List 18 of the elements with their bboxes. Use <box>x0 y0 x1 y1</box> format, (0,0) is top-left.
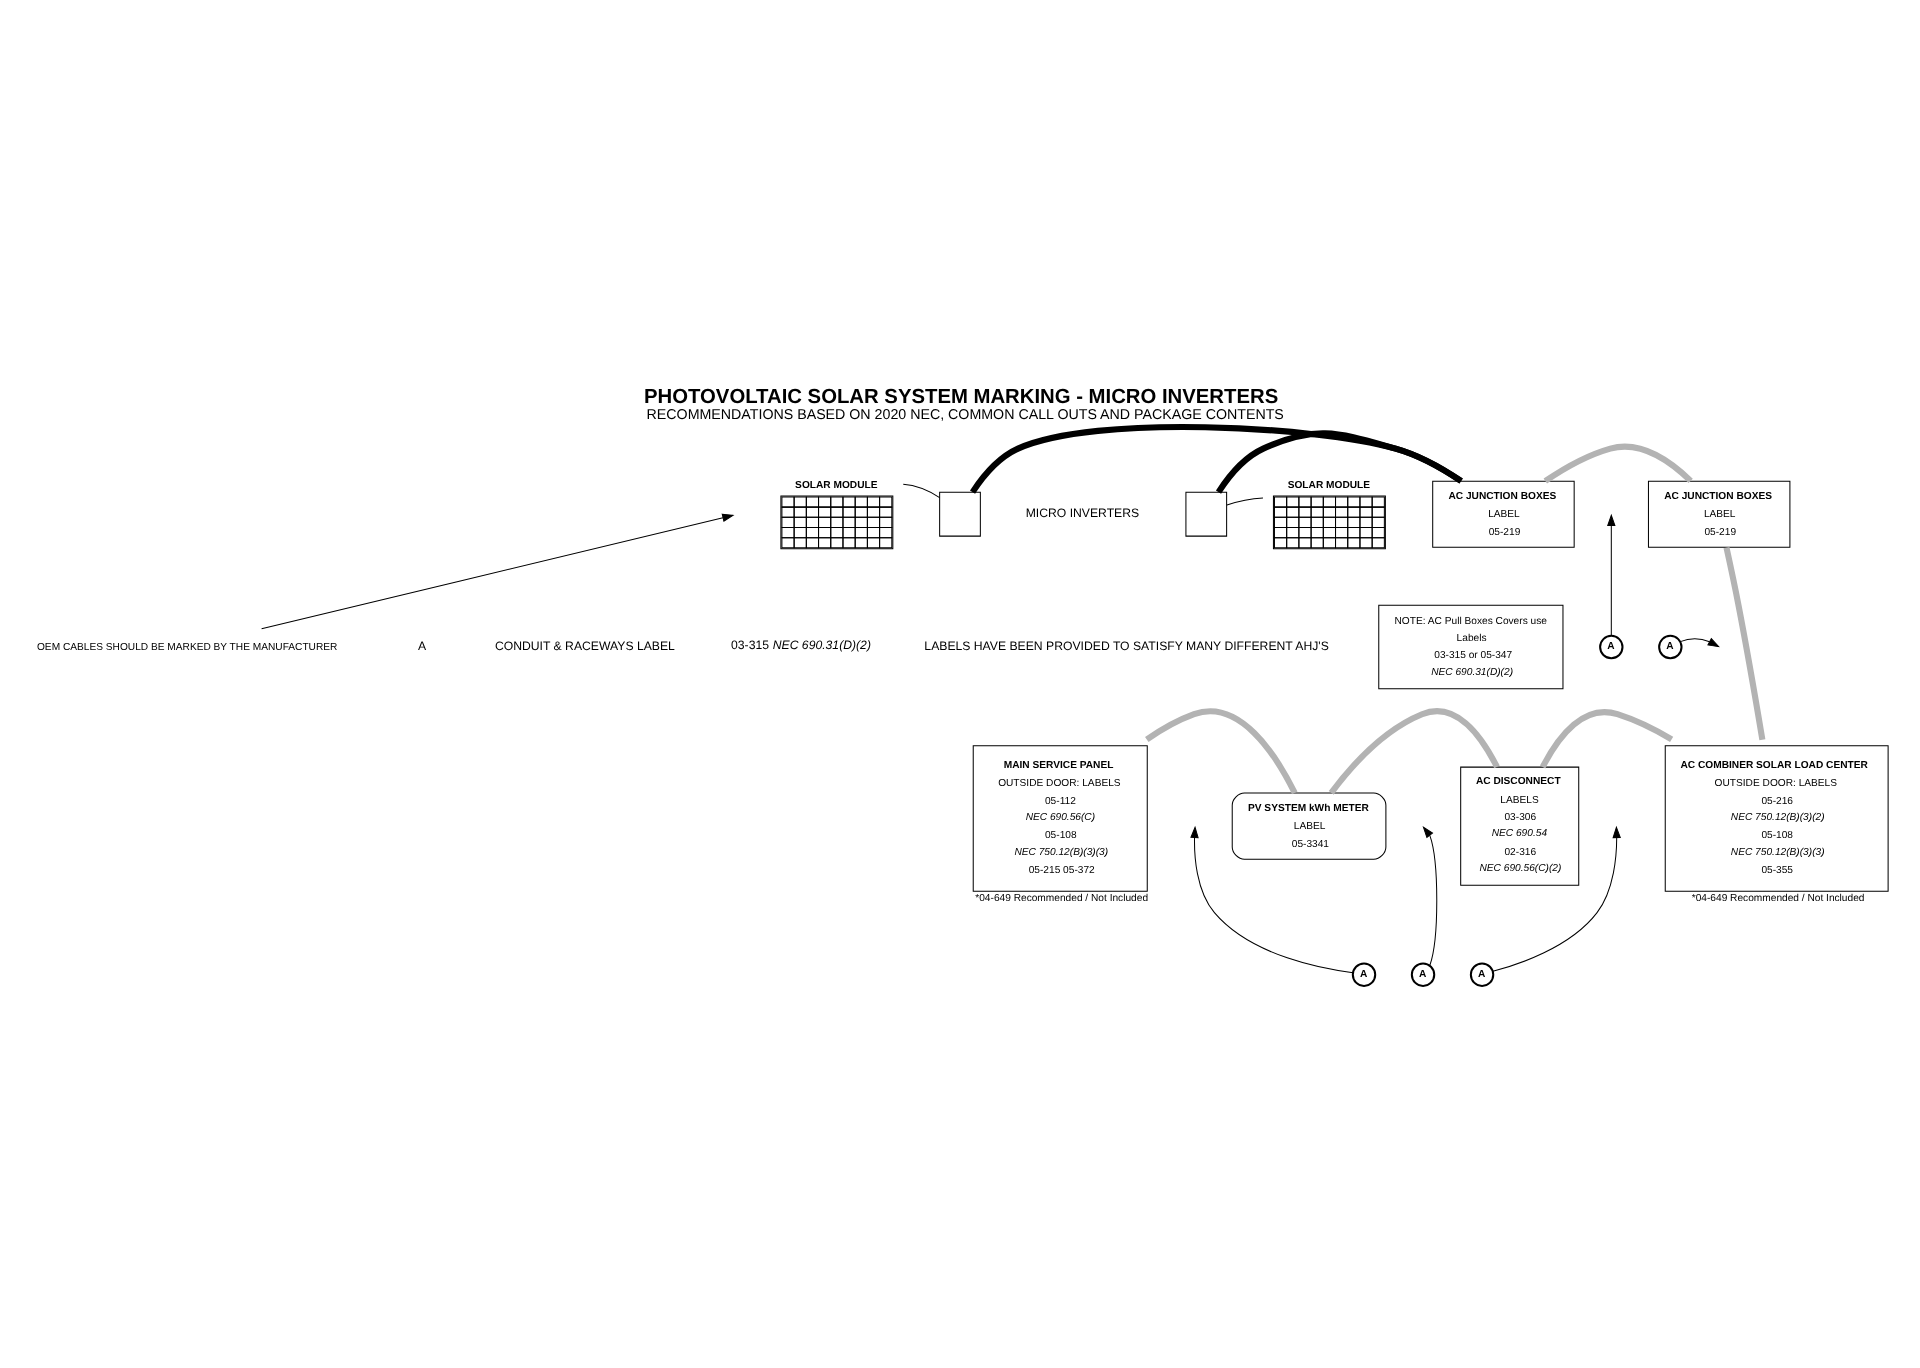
node-box <box>939 490 981 536</box>
connector <box>1215 429 1463 493</box>
arrow <box>1190 824 1354 973</box>
arrow <box>261 512 735 629</box>
connector <box>1540 708 1674 768</box>
node-box <box>1185 490 1228 536</box>
connector <box>902 482 941 498</box>
connector <box>1723 546 1766 740</box>
arrow <box>1679 636 1720 647</box>
connector <box>1543 442 1693 483</box>
connector <box>1145 707 1298 794</box>
arrow <box>1607 512 1616 636</box>
connector <box>1226 496 1264 505</box>
arrow <box>1492 824 1621 971</box>
arrow <box>1422 824 1438 966</box>
connector <box>970 423 1463 493</box>
connector <box>1328 707 1500 794</box>
diagram-title: PHOTOVOLTAIC SOLAR SYSTEM MARKING - MICRO INVERTERS <box>644 386 1279 409</box>
